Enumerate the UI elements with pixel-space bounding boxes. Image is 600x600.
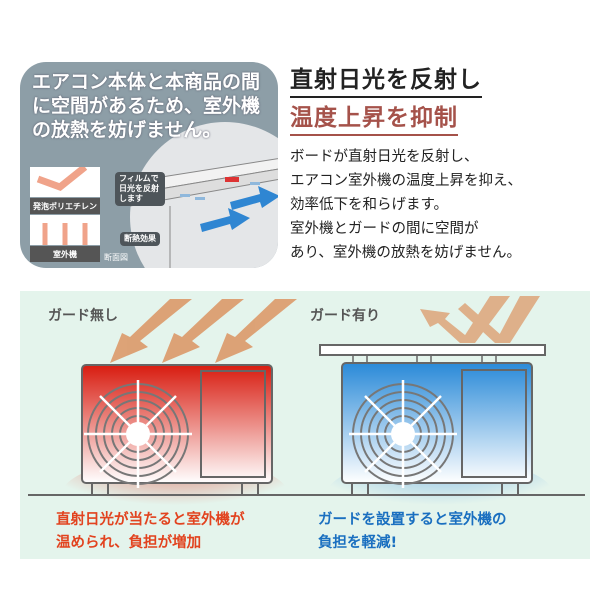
layer-unit-label: 室外機: [53, 250, 77, 259]
with-guard-label: ガード有り: [310, 308, 380, 324]
caption-line: 直射日光が当たると室外機が: [56, 512, 245, 528]
inset-title: エアコン本体と本商品の間に空間があるため、室外機の放熱を妨げません。: [32, 71, 261, 141]
description-line: エアコン室外機の温度上昇を抑え、: [290, 173, 522, 189]
description-line: あり、室外機の放熱を妨げません。: [290, 245, 521, 261]
comparison-illustration: [28, 296, 585, 537]
layer-diagram: [30, 167, 100, 262]
hot-unit: [81, 364, 273, 496]
caption-line: 負担を軽減!: [318, 535, 398, 551]
heading-line-1: 直射日光を反射し: [290, 60, 482, 98]
with-guard-caption: ガードを設置すると室外機の 負担を軽減!: [318, 509, 507, 555]
layer-polyethylene-label: 発泡ポリエチレン: [33, 202, 97, 211]
caption-line: ガードを設置すると室外機の: [318, 512, 507, 528]
without-guard-caption: 直射日光が当たると室外機が 温められ、負担が増加: [56, 509, 245, 555]
insulation-callout: 断熱効果: [120, 232, 160, 246]
film-callout: フィルムで日光を反射します: [115, 172, 165, 206]
heading-line-2: 温度上昇を抑制: [290, 98, 458, 136]
description-line: 室外機とガードの間に空間が: [290, 221, 479, 237]
comparison-panel: ガード無し ガード有り 直射日光が当たると室外機が 温められ、負担が増加 ガード…: [20, 291, 590, 559]
description: ボードが直射日光を反射し、 エアコン室外機の温度上昇を抑え、 効率低下を和らげま…: [290, 145, 590, 265]
cross-section-illustration: エアコン本体と本商品の間に空間があるため、室外機の放熱を妨げません。 発泡ポリエ…: [20, 62, 278, 268]
without-guard-label: ガード無し: [48, 308, 118, 324]
description-line: 効率低下を和らげます。: [290, 197, 449, 213]
description-line: ボードが直射日光を反射し、: [290, 149, 479, 165]
cool-unit: [319, 344, 546, 496]
caption-line: 温められ、負担が増加: [56, 535, 202, 551]
cross-section-caption: 断面図: [104, 253, 128, 262]
